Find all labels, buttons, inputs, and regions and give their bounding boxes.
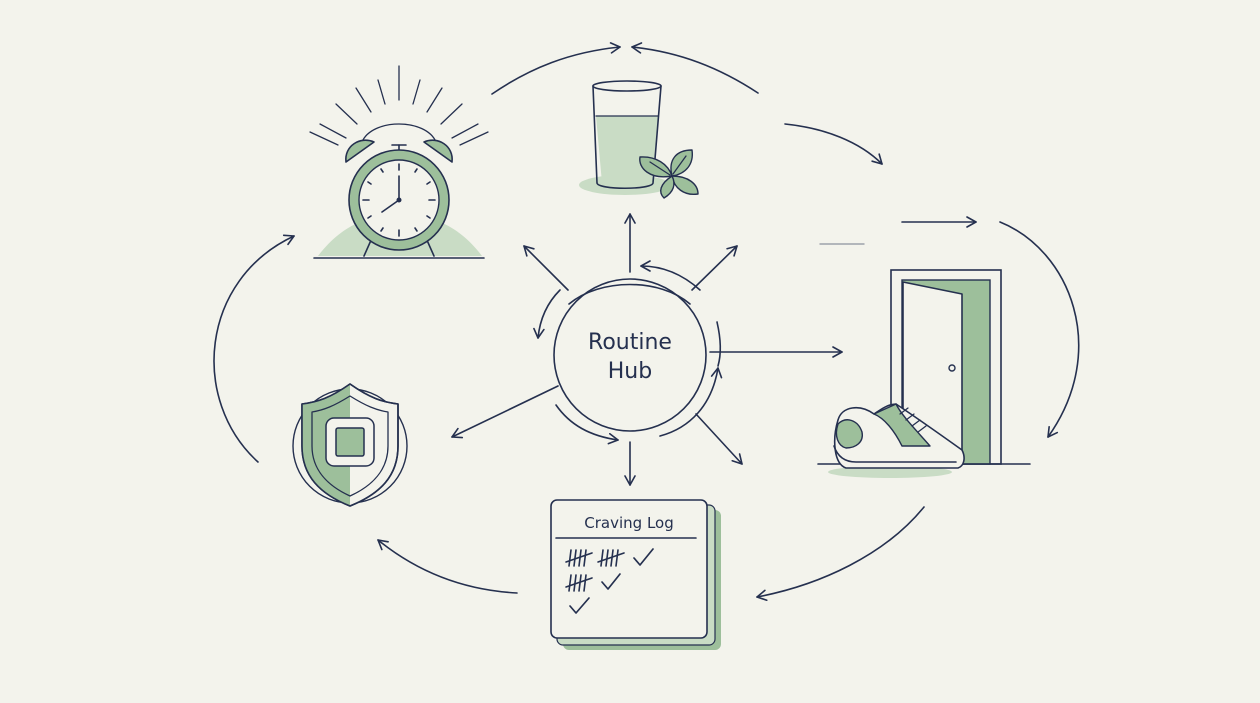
sneaker-heel: [873, 403, 931, 447]
radial-arrow-up-left: [523, 245, 569, 291]
glass-rim: [592, 80, 662, 92]
arrow-glass-to-door: [784, 123, 883, 165]
hub-ring-arc-right: [716, 321, 722, 367]
clock-ticks: [362, 163, 436, 237]
glass-water: [596, 116, 658, 186]
glass-outline: [592, 85, 662, 189]
hub-ring-arc-bottom-left: [555, 404, 619, 445]
sneaker-stripe: [835, 419, 863, 449]
clock-bell-left: [345, 139, 375, 163]
hub-circle: [553, 278, 707, 432]
hub-label-line2: Hub: [608, 359, 652, 384]
sneaker-sole: [833, 445, 957, 463]
door-knob: [948, 364, 956, 372]
arrow-top-right: [631, 42, 759, 94]
radial-arrows: [451, 213, 843, 486]
check-icon: [569, 597, 590, 614]
craving-log-title: Craving Log: [584, 514, 673, 532]
shield-outline: [301, 383, 399, 507]
radial-arrow-up-right: [691, 245, 738, 291]
shield-icon: [292, 383, 408, 507]
hub-ring-arc-top: [568, 283, 691, 305]
arrow-shield-to-clock: [213, 234, 295, 463]
routine-hub[interactable]: Routine Hub: [533, 260, 723, 445]
water-glass-icon: [579, 80, 671, 195]
shield-badge-inner: [335, 427, 365, 457]
sneaker-shadow: [828, 466, 952, 478]
arrow-top-left: [491, 42, 621, 95]
hub-ring-arc-bottom-right: [659, 367, 723, 437]
radial-arrow-down-left: [451, 385, 559, 439]
alarm-clock-icon: [309, 65, 489, 259]
clipboard-icon: Craving Log: [550, 499, 721, 650]
arrow-right-down: [999, 221, 1080, 438]
clock-bell-right: [423, 139, 453, 163]
clock-minute-hand: [381, 199, 400, 213]
sunrise-rays: [309, 65, 489, 146]
hub-ring-arc-top-right: [640, 260, 701, 291]
check-icon: [633, 548, 654, 566]
sneaker-icon: [828, 403, 965, 478]
hub-ring-arc-top-left: [533, 289, 561, 339]
outer-cycle-arrows: [213, 42, 1080, 602]
shield-inner: [311, 395, 389, 497]
sneaker-laces: [899, 407, 927, 433]
checkmarks: [569, 548, 654, 614]
tally-marks: [565, 549, 625, 592]
check-icon: [601, 573, 621, 590]
mint-leaf-icon: [639, 149, 699, 199]
arrow-shoe-to-log: [756, 506, 925, 602]
arrow-log-to-shield: [377, 539, 518, 594]
radial-arrow-down-right: [695, 413, 743, 465]
log-front-sheet: [550, 499, 708, 639]
hub-label-line1: Routine: [588, 330, 672, 355]
